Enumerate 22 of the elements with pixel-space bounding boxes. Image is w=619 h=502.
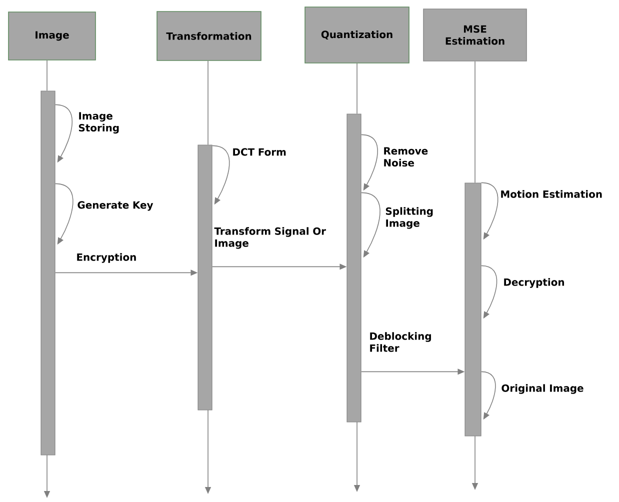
lifeline [356, 63, 358, 114]
lifeline-header-box: Image [8, 12, 96, 60]
edge-label: Original Image [502, 384, 584, 394]
edge-label: Image Storing [78, 112, 119, 134]
edge-label: Transform Signal Or Image [214, 227, 326, 249]
lifeline [474, 61, 476, 184]
lifeline-header-box: Quantization [304, 6, 410, 64]
activation-bar [40, 90, 56, 456]
edge-label: Decryption [504, 278, 564, 288]
edge-label: Deblocking Filter [370, 332, 431, 352]
lifeline-header-box: MSE Estimation [423, 8, 527, 62]
edge-label: DCT Form [233, 148, 286, 156]
activation-bar [346, 114, 362, 422]
edge-label: Generate Key [78, 201, 154, 211]
activation-bar [198, 144, 212, 410]
edge-label: Motion Estimation [501, 190, 602, 198]
lifeline [46, 60, 48, 92]
edge-label: Encryption [77, 253, 136, 263]
lifeline-header-box: Transformation [156, 11, 262, 61]
activation-bar [464, 182, 482, 436]
edge-label: Splitting Image [386, 207, 433, 229]
edge-label: Remove Noise [384, 147, 428, 167]
